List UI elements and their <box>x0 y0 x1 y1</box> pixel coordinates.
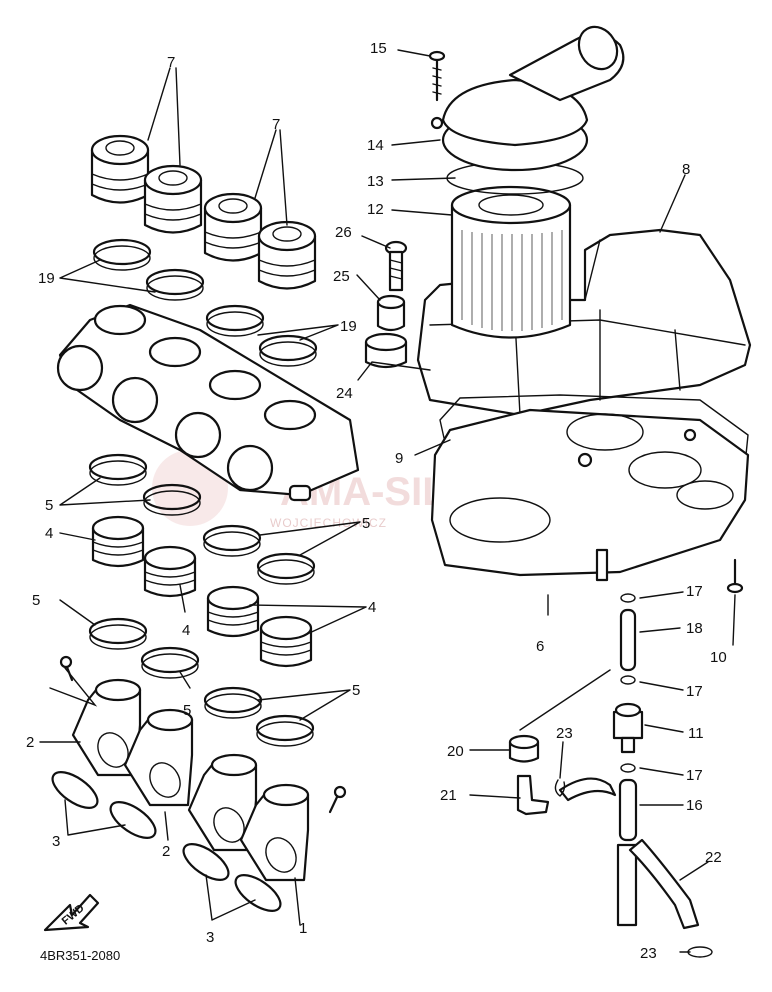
callout-4c: 4 <box>368 599 376 616</box>
callout-22: 22 <box>705 849 722 866</box>
callout-9: 9 <box>395 450 403 467</box>
clamps-19 <box>92 238 318 367</box>
carburetor-assembly: FWD <box>43 134 360 932</box>
callout-21: 21 <box>440 787 457 804</box>
air-cleaner-assembly <box>364 25 752 594</box>
grommet-20 <box>508 734 540 763</box>
air-cleaner-cover <box>430 25 625 172</box>
callout-26: 26 <box>335 224 352 241</box>
mounting-bolt <box>384 240 408 292</box>
o-rings-3 <box>51 771 282 912</box>
callout-14: 14 <box>367 137 384 154</box>
carburetor-bank <box>56 303 360 502</box>
callout-2b: 2 <box>162 843 170 860</box>
joint-pipe <box>516 774 550 816</box>
drain-plug <box>612 702 644 754</box>
callout-12: 12 <box>367 201 384 218</box>
callout-25: 25 <box>333 268 350 285</box>
intake-manifolds <box>59 655 347 882</box>
callout-1: 1 <box>299 920 307 937</box>
leader-lines <box>39 49 736 953</box>
drain-assembly <box>508 593 713 958</box>
callout-5d: 5 <box>183 702 191 719</box>
drain-hose-18 <box>619 608 637 672</box>
drain-hose-22 <box>628 838 700 930</box>
carburetor-joints-4 <box>91 515 313 668</box>
callout-13: 13 <box>367 173 384 190</box>
callout-17b: 17 <box>686 683 703 700</box>
callout-19: 19 <box>38 270 55 287</box>
filter-element <box>450 185 572 339</box>
callout-3: 3 <box>52 833 60 850</box>
callout-3b: 3 <box>206 929 214 946</box>
cover-screw <box>428 50 446 102</box>
callout-17: 17 <box>686 583 703 600</box>
callout-7: 7 <box>167 54 175 71</box>
callout-5e: 5 <box>352 682 360 699</box>
callout-5c: 5 <box>32 592 40 609</box>
callout-4: 4 <box>45 525 53 542</box>
callout-8: 8 <box>682 161 690 178</box>
forward-direction-icon: FWD <box>43 893 100 932</box>
clamps-5 <box>88 453 316 747</box>
callout-5b: 5 <box>362 515 370 532</box>
callout-24: 24 <box>336 385 353 402</box>
callout-labels: 1 2 2 3 3 4 4 4 5 5 5 5 5 6 7 7 8 9 10 1… <box>26 40 727 962</box>
callout-20: 20 <box>447 743 464 760</box>
callout-19b: 19 <box>340 318 357 335</box>
callout-10: 10 <box>710 649 727 666</box>
callout-23b: 23 <box>640 945 657 962</box>
drain-hose-16 <box>618 778 638 842</box>
callout-6: 6 <box>536 638 544 655</box>
callout-2: 2 <box>26 734 34 751</box>
callout-11: 11 <box>688 725 704 742</box>
callout-17c: 17 <box>686 767 703 784</box>
callout-16: 16 <box>686 797 703 814</box>
callout-7b: 7 <box>272 116 280 133</box>
callout-18: 18 <box>686 620 703 637</box>
watermark-subtext: WOJCIECHOWICZ <box>270 516 387 530</box>
case-bottom <box>430 408 750 582</box>
air-boots-7 <box>90 134 317 290</box>
callout-15: 15 <box>370 40 387 57</box>
grommet-24 <box>364 332 408 369</box>
case-screw <box>726 558 744 594</box>
callout-5: 5 <box>45 497 53 514</box>
diagram-code: 4BR351-2080 <box>40 948 120 963</box>
callout-23: 23 <box>556 725 573 742</box>
collar <box>376 294 406 332</box>
callout-4b: 4 <box>182 622 190 639</box>
